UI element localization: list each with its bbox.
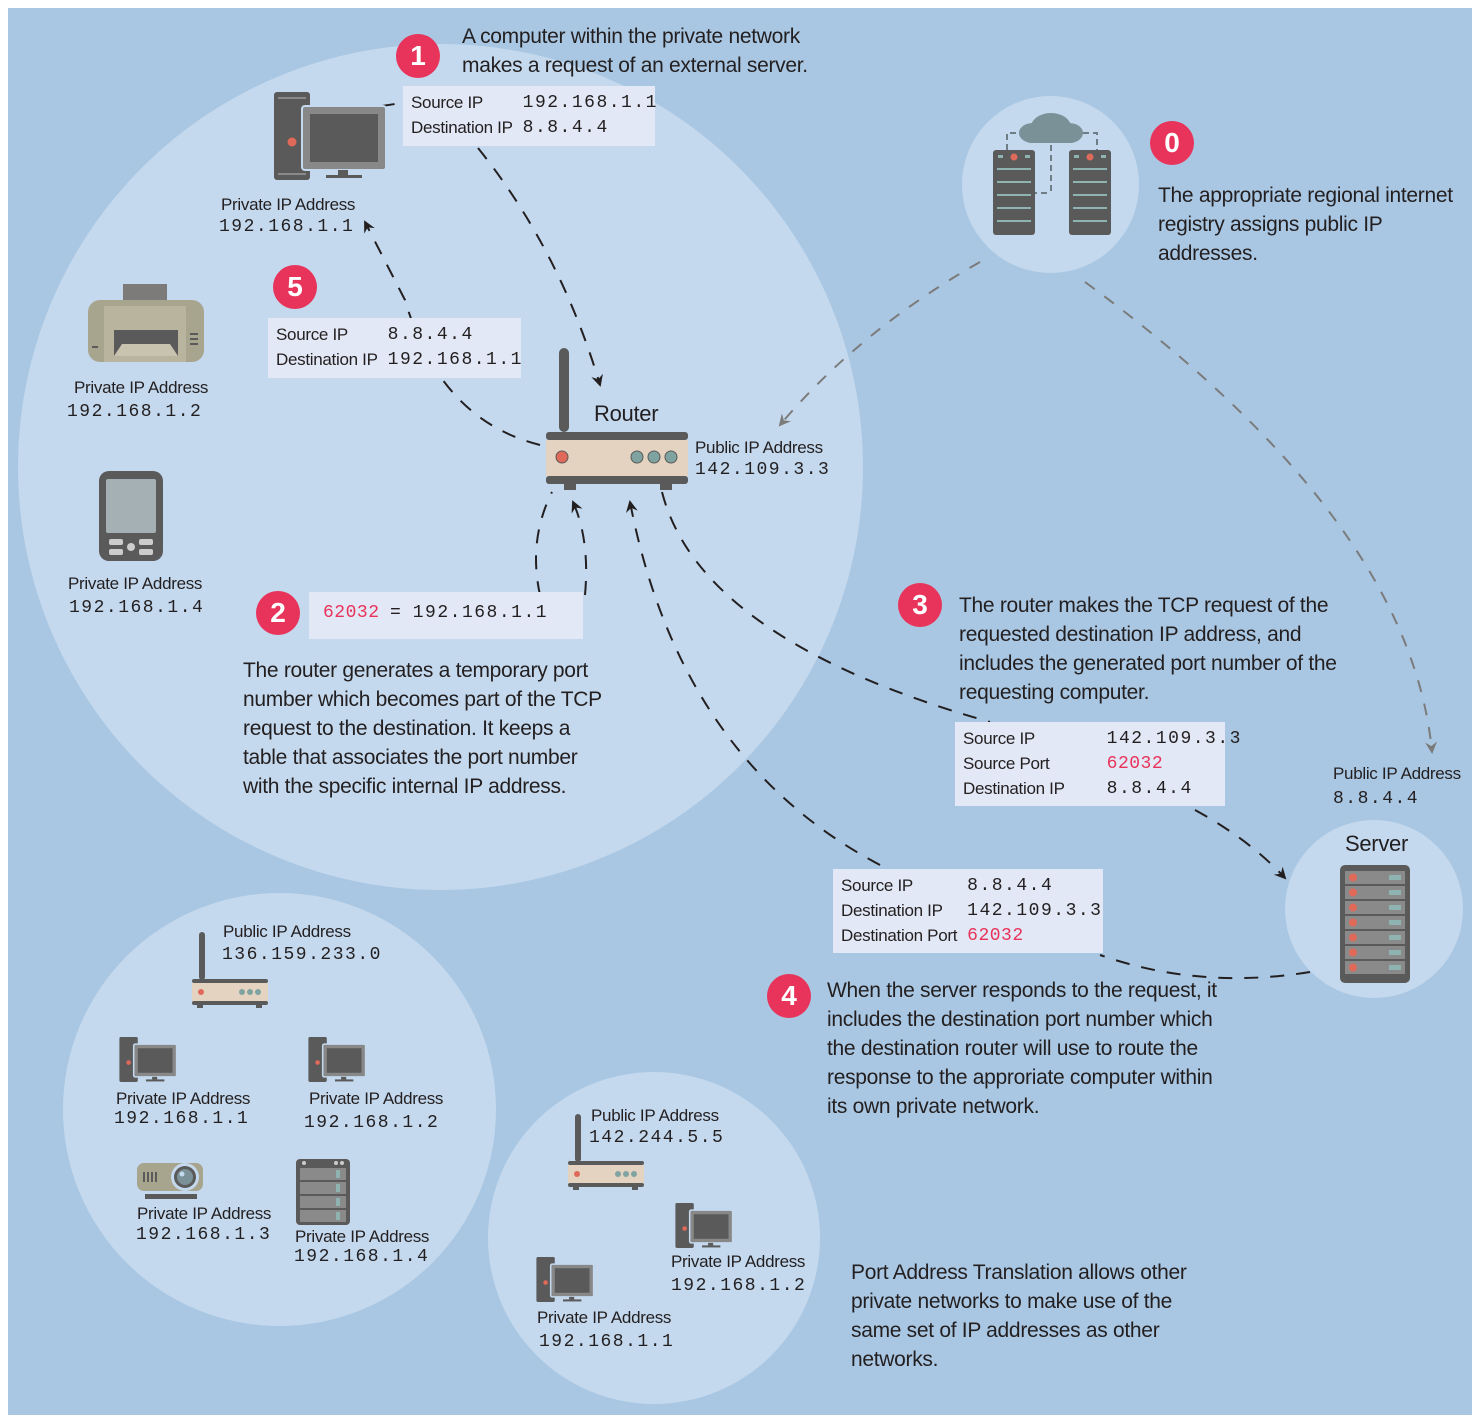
cloud-icon (1019, 113, 1083, 143)
printer-icon (88, 284, 204, 362)
router-title: Router (594, 401, 659, 426)
network-b-storage-server-icon (296, 1159, 350, 1225)
network-b-storage-ip-address: 192.168.1.4 (294, 1247, 430, 1267)
mobile-ip-label: Private IP Address (68, 574, 203, 593)
mapping-port: 62032 (323, 603, 380, 623)
network-c-computer-2-ip-address: 192.168.1.2 (671, 1276, 807, 1296)
network-b-projector-ip-label: Private IP Address (137, 1204, 272, 1223)
network-c-computer-1-icon (536, 1257, 594, 1302)
server-title: Server (1345, 831, 1408, 856)
mobile-ip-address: 192.168.1.4 (69, 598, 205, 618)
private-network-c-circle (488, 1072, 820, 1404)
step-1-badge: 1 (396, 34, 440, 78)
network-b-projector-icon (137, 1163, 203, 1199)
step-3-description: The router makes the TCP request of the … (959, 594, 1337, 704)
router-public-ip-address: 142.109.3.3 (695, 460, 831, 480)
step-3-badge: 3 (898, 583, 942, 627)
server-rack-right (1069, 150, 1111, 235)
network-c-router-ip-address: 142.244.5.5 (589, 1128, 725, 1148)
network-b-computer-2-ip-address: 192.168.1.2 (304, 1113, 440, 1133)
step-0-description: The appropriate regional internet regist… (1158, 184, 1453, 265)
network-b-router-ip-label: Public IP Address (223, 922, 351, 941)
server-public-ip-label: Public IP Address (1333, 764, 1461, 783)
step-5-badge: 5 (273, 265, 317, 309)
step-0-badge: 0 (1150, 121, 1194, 165)
network-c-computer-2-icon (675, 1203, 733, 1248)
network-c-router-icon (568, 1114, 644, 1190)
mapping-ip: 192.168.1.1 (412, 603, 549, 623)
computer-icon (274, 92, 386, 180)
step-4-badge: 4 (767, 974, 811, 1018)
network-c-computer-1-ip-label: Private IP Address (537, 1308, 672, 1327)
step-2-port-mapping: 62032 = 192.168.1.1 (309, 592, 583, 639)
network-b-computer-1-ip-address: 192.168.1.1 (114, 1109, 250, 1129)
mapping-equals: = (389, 603, 403, 623)
step-1-description: A computer within the private network ma… (462, 25, 808, 77)
private-network-b-circle (63, 893, 496, 1326)
network-c-router-ip-label: Public IP Address (591, 1106, 719, 1125)
step-2-description: The router generates a temporary port nu… (243, 659, 602, 798)
network-c-computer-1-ip-address: 192.168.1.1 (539, 1332, 675, 1352)
computer-ip-label: Private IP Address (221, 195, 356, 214)
computer-ip-address: 192.168.1.1 (219, 217, 355, 237)
step-4-description: When the server responds to the request,… (827, 979, 1217, 1118)
server-rack-icon (1340, 865, 1410, 983)
network-b-computer-2-ip-label: Private IP Address (309, 1089, 444, 1108)
network-c-computer-2-ip-label: Private IP Address (671, 1252, 806, 1271)
mobile-phone-icon (99, 471, 163, 561)
network-b-router-icon (192, 932, 268, 1008)
printer-ip-label: Private IP Address (74, 378, 209, 397)
network-b-storage-ip-label: Private IP Address (295, 1227, 430, 1246)
network-b-computer-1-ip-label: Private IP Address (116, 1089, 251, 1108)
server-public-ip-address: 8.8.4.4 (1333, 789, 1420, 809)
server-rack-left (993, 150, 1035, 235)
router-icon (546, 348, 688, 490)
registry-servers-icon (993, 113, 1111, 235)
pat-footnote: Port Address Translation allows other pr… (851, 1261, 1187, 1371)
network-b-computer-2-icon (308, 1037, 366, 1082)
network-b-computer-1-icon (119, 1037, 177, 1082)
printer-ip-address: 192.168.1.2 (67, 402, 203, 422)
router-public-ip-label: Public IP Address (695, 438, 823, 457)
step-2-badge: 2 (256, 591, 300, 635)
network-b-router-ip-address: 136.159.233.0 (222, 945, 382, 965)
network-b-projector-ip-address: 192.168.1.3 (136, 1225, 272, 1245)
